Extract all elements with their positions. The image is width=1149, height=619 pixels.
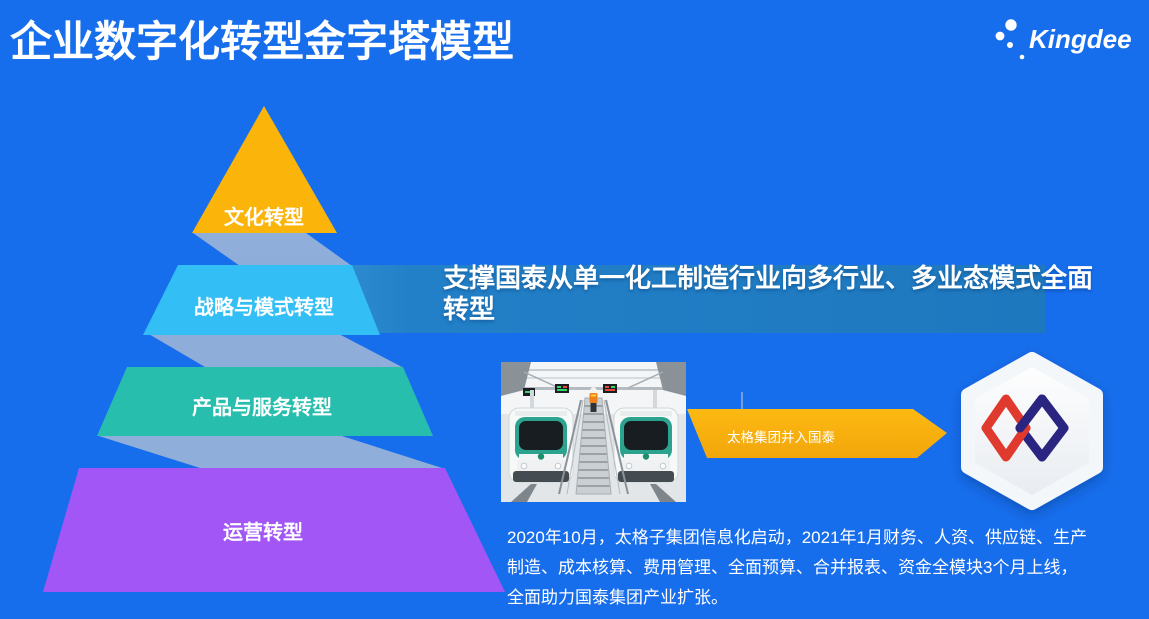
page-title: 企业数字化转型金字塔模型	[10, 18, 515, 65]
pyramid-layer-operation	[43, 468, 505, 592]
pyramid-layer-product	[97, 367, 433, 436]
pyramid-connectors	[99, 233, 442, 468]
callout-label: 太格集团并入国泰	[727, 430, 835, 445]
pyramid-label-culture: 文化转型	[224, 207, 304, 229]
pyramid-label-operation: 运营转型	[223, 522, 303, 544]
pyramid-layer-strategy	[143, 265, 380, 335]
banner-strip	[340, 265, 1045, 333]
pyramid-label-strategy: 战略与模式转型	[194, 297, 334, 319]
pyramid-label-product: 产品与服务转型	[192, 397, 332, 419]
banner-text: 支撑国泰从单一化工制造行业向多行业、多业态模式全面转型	[443, 263, 1094, 324]
metro-depot-photo	[501, 362, 686, 502]
footnote-text: 2020年10月，太格子集团信息化启动，2021年1月财务、人资、供应链、生产制…	[507, 528, 1087, 607]
kingdee-logo-text: Kingdee	[1029, 24, 1132, 54]
callout-arrow	[687, 409, 947, 458]
hexagon-badge	[961, 352, 1103, 510]
kingdee-logo: Kingdee	[985, 13, 1145, 73]
kingdee-dots-icon	[995, 19, 1025, 60]
pyramid-layer-culture	[192, 106, 337, 233]
chain-links-logo	[981, 394, 1069, 462]
